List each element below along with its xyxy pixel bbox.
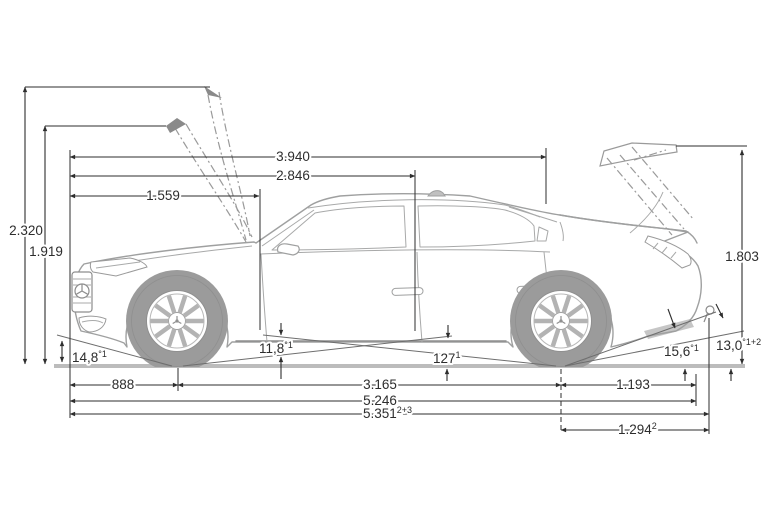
dim-label-wheelbase: 3.165 <box>363 377 397 392</box>
taillight-hatch <box>652 242 677 259</box>
dimension-length-top-3: 1.559 <box>69 186 260 205</box>
hood-panel-service <box>174 127 247 243</box>
front-wheel <box>126 270 228 367</box>
antenna-fin <box>427 190 446 197</box>
trunk-arm-inner <box>619 154 685 230</box>
hood-panel-tip-lower <box>166 118 186 133</box>
headlight <box>89 257 148 277</box>
clearance-label: 1271 <box>433 350 461 366</box>
callout-departure-angle-ext: 13,0°1+2 <box>714 303 763 381</box>
windshield-inner <box>261 209 315 247</box>
angle-label-ramp: 11,8°1 <box>259 340 293 356</box>
headlight-detail <box>95 261 141 269</box>
side-mirror <box>276 243 300 256</box>
dim-label-length-top-2: 2.846 <box>276 168 310 183</box>
rear-deck-line <box>559 214 698 244</box>
trunk-gap-line <box>559 221 564 242</box>
dim-label-length-overall-ext: 5.3512+3 <box>363 405 412 421</box>
b-pillar-door-cut <box>416 251 423 343</box>
open-trunk-lid <box>599 142 695 236</box>
dim-label-height-left-inner: 1.919 <box>29 244 63 259</box>
trunk-lid-paddle-inner <box>633 149 667 161</box>
trunk-hinge-arc <box>629 191 664 234</box>
hood-panel-service-edge <box>185 123 253 238</box>
open-hood-panels <box>166 86 253 243</box>
quarter-window <box>536 226 549 242</box>
dimension-front-overhang: 888 <box>69 375 179 394</box>
dimension-rear-axle-to-end: 1.2942 <box>560 419 710 439</box>
rear-wheel <box>510 270 612 367</box>
door-handle-front <box>391 287 424 296</box>
dim-label-height-right: 1.803 <box>725 249 759 264</box>
front-air-intake <box>78 315 107 333</box>
dim-label-length-top-3: 1.559 <box>146 188 180 203</box>
angle-label-departure: 15,6°1 <box>664 343 699 359</box>
dimension-height-right: 1.803 <box>723 149 761 365</box>
dimension-length-top-1: 3.940 <box>69 147 547 166</box>
hood-panel-vertical <box>207 94 247 241</box>
beltline <box>259 249 551 255</box>
trunk-arm-left <box>606 157 673 236</box>
callout-ramp-angle: 11,8°1 <box>257 323 295 379</box>
angle-construction-lines <box>56 311 745 367</box>
dim-label-length-overall: 5.246 <box>363 393 397 408</box>
dimension-wheelbase: 3.165 <box>177 375 562 394</box>
taillight <box>644 235 692 269</box>
angle-label-approach: 14,8°1 <box>72 349 107 365</box>
callout-ground-clearance: 1271 <box>431 325 463 381</box>
front-window <box>271 205 407 251</box>
dimension-height-left-outer: 2.320 <box>7 86 45 365</box>
dimension-height-left-inner: 1.919 <box>27 125 65 365</box>
rear-window <box>417 205 536 248</box>
angle-label-departure-ext: 13,0°1+2 <box>716 337 761 353</box>
dimension-length-overall-ext: 5.3512+3 <box>69 403 710 423</box>
dimension-length-overall: 5.246 <box>69 391 697 410</box>
roof-drip-line <box>307 199 541 218</box>
dim-label-rear-axle-to-end: 1.2942 <box>618 421 657 437</box>
dimension-rear-overhang: 1.193 <box>560 375 697 394</box>
dim-label-rear-overhang: 1.193 <box>616 377 650 392</box>
callout-departure-angle: 15,6°1 <box>662 308 701 381</box>
dim-label-front-overhang: 888 <box>112 377 135 392</box>
front-door-cut <box>260 253 268 343</box>
grille <box>71 271 93 313</box>
hood-panel-vertical-edge <box>218 91 251 237</box>
dimension-length-top-2: 2.846 <box>69 166 416 185</box>
dim-label-height-left-outer: 2.320 <box>9 223 43 238</box>
hood-panel-tip-upper <box>204 86 222 98</box>
dim-label-length-top-1: 3.940 <box>276 149 310 164</box>
callout-approach-angle: 14,8°1 <box>59 340 109 367</box>
front-intake-detail <box>81 320 104 324</box>
